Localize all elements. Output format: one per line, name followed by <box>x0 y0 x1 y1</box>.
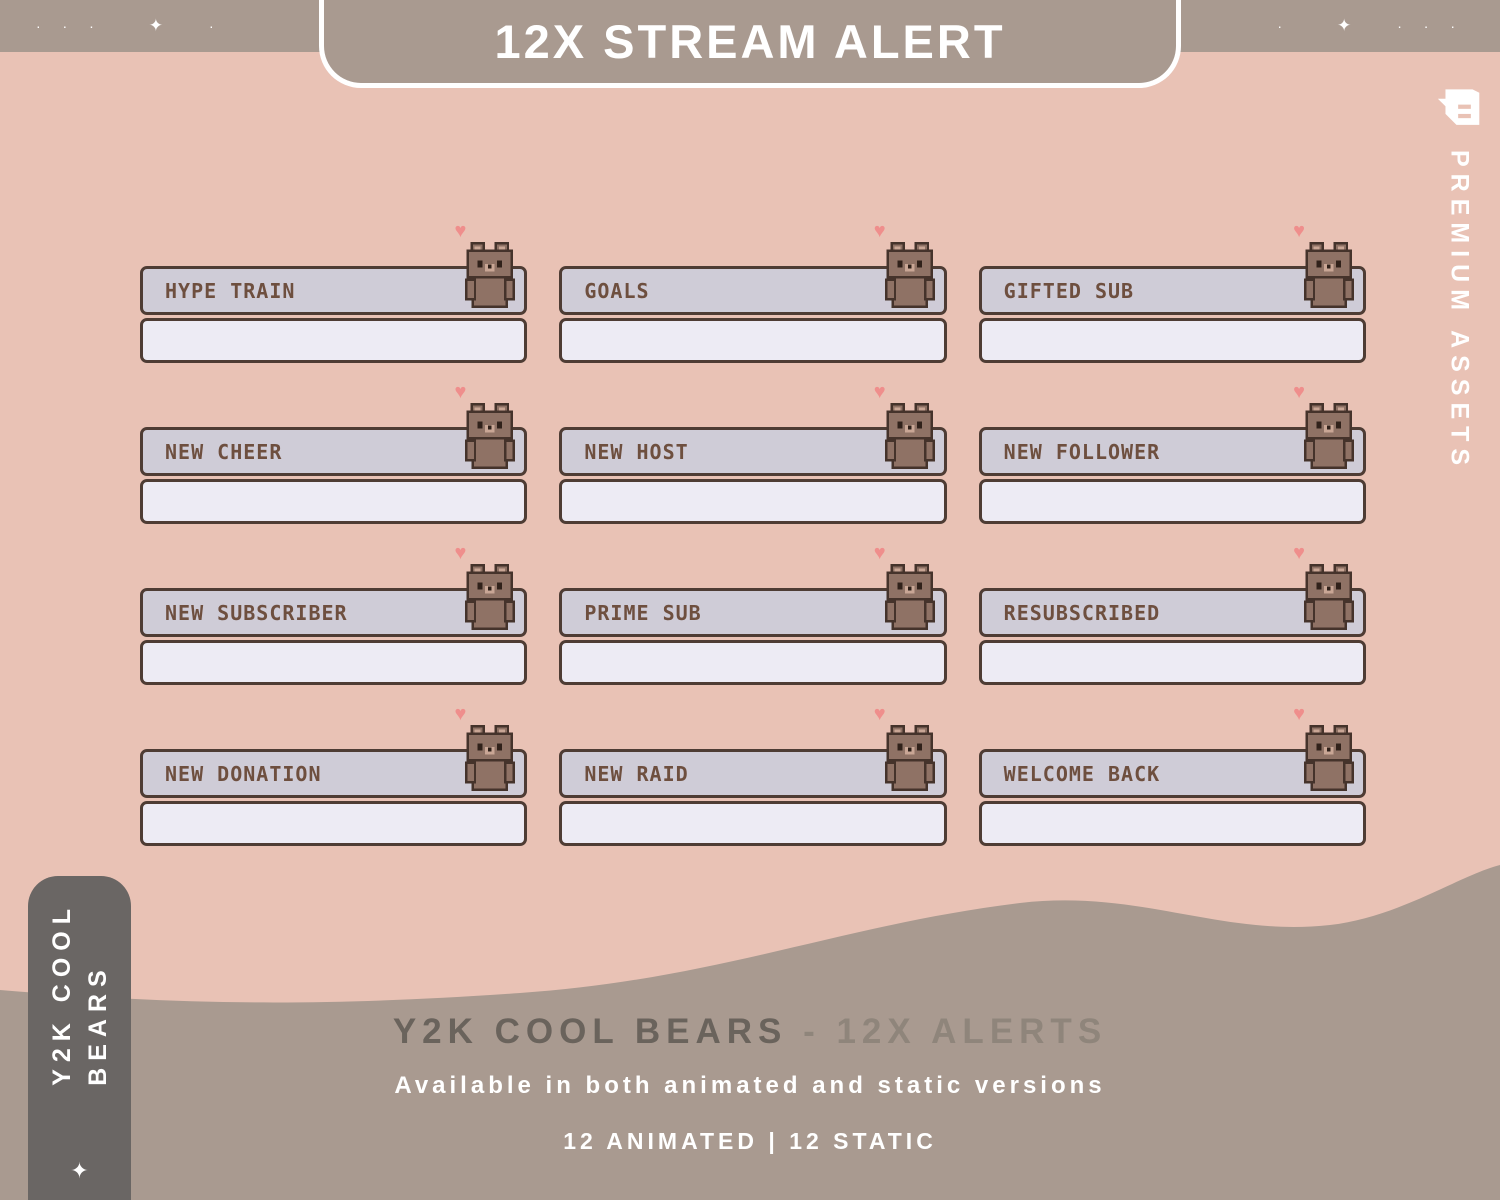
twitch-icon <box>1437 89 1480 125</box>
heart-icon: ♥ <box>1293 220 1305 242</box>
alert-message-box <box>978 801 1366 846</box>
bottom-wave-shape <box>0 865 1500 1200</box>
alert-label: NEW SUBSCRIBER <box>165 600 348 625</box>
alert-card-welcome-back: WELCOME BACK ♥ <box>978 704 1366 846</box>
alert-label: NEW DONATION <box>165 761 322 786</box>
alert-card-goals: GOALS ♥ <box>559 221 947 363</box>
sparkle-icon: ✦ <box>1336 16 1352 35</box>
alert-message-box <box>978 318 1366 363</box>
premium-assets-label: PREMIUM ASSETS <box>1445 150 1474 473</box>
dot-decor: · <box>1277 18 1291 34</box>
alert-title-bar: NEW DONATION ♥ <box>140 704 528 798</box>
alert-title-bar: PRIME SUB ♥ <box>559 543 947 637</box>
alert-title-bar: WELCOME BACK ♥ <box>978 704 1366 798</box>
alert-card-prime-sub: PRIME SUB ♥ <box>559 543 947 685</box>
heart-icon: ♥ <box>1293 703 1305 725</box>
alert-message-box <box>559 801 947 846</box>
bear-icon <box>1304 564 1355 630</box>
alert-title-bar: GIFTED SUB ♥ <box>978 221 1366 315</box>
alerts-grid: HYPE TRAIN ♥ GOALS ♥ <box>140 221 1366 846</box>
bear-icon <box>884 564 935 630</box>
alert-card-new-follower: NEW FOLLOWER ♥ <box>978 382 1366 524</box>
alert-card-hype-train: HYPE TRAIN ♥ <box>140 221 528 363</box>
heart-icon: ♥ <box>454 542 467 564</box>
heart-icon: ♥ <box>1293 542 1305 564</box>
bear-icon <box>465 403 516 469</box>
bear-icon <box>884 242 935 308</box>
alert-message-box <box>140 801 528 846</box>
alert-card-new-subscriber: NEW SUBSCRIBER ♥ <box>140 543 528 685</box>
alert-label: NEW RAID <box>584 761 689 786</box>
footer-title-bold: Y2K COOL BEARS <box>392 1012 788 1051</box>
heart-icon: ♥ <box>1293 381 1305 403</box>
bear-icon <box>465 725 516 791</box>
alert-message-box <box>140 479 528 524</box>
alert-title-bar: NEW SUBSCRIBER ♥ <box>140 543 528 637</box>
alert-title-bar: GOALS ♥ <box>559 221 947 315</box>
alert-title-bar: RESUBSCRIBED ♥ <box>978 543 1366 637</box>
title-banner: 12X STREAM ALERT <box>319 0 1181 88</box>
alert-message-box <box>559 479 947 524</box>
heart-icon: ♥ <box>873 220 886 242</box>
heart-icon: ♥ <box>873 542 886 564</box>
alert-title-bar: NEW FOLLOWER ♥ <box>978 382 1366 476</box>
alert-label: GOALS <box>584 278 650 303</box>
alert-message-box <box>559 318 947 363</box>
alert-label: NEW HOST <box>584 439 689 464</box>
footer-title: Y2K COOL BEARS - 12X ALERTS <box>0 1012 1500 1052</box>
alert-label: NEW CHEER <box>165 439 283 464</box>
dot-decor: · <box>209 18 223 34</box>
bear-icon <box>465 564 516 630</box>
bear-icon <box>884 403 935 469</box>
footer-title-light: - 12X ALERTS <box>803 1012 1108 1051</box>
bear-icon <box>1304 403 1355 469</box>
brand-side-tab-text: Y2K COOL BEARS <box>47 902 113 1086</box>
alert-label: PRIME SUB <box>584 600 702 625</box>
brand-line-1: Y2K COOL <box>47 902 76 1086</box>
bear-icon <box>465 242 516 308</box>
heart-icon: ♥ <box>873 381 886 403</box>
heart-icon: ♥ <box>873 703 886 725</box>
alert-label: WELCOME BACK <box>1003 761 1161 786</box>
alert-card-new-donation: NEW DONATION ♥ <box>140 704 528 846</box>
alert-title-bar: NEW RAID ♥ <box>559 704 947 798</box>
alert-title-bar: NEW HOST ♥ <box>559 382 947 476</box>
footer-counts: 12 ANIMATED | 12 STATIC <box>563 1128 937 1154</box>
heart-icon: ♥ <box>454 220 467 242</box>
alert-message-box <box>140 640 528 685</box>
bear-icon <box>884 725 935 791</box>
strip-decor-left: · · · ✦ · <box>36 16 223 36</box>
heart-icon: ♥ <box>454 703 467 725</box>
brand-line-2: BEARS <box>83 963 112 1086</box>
brand-side-tab: Y2K COOL BEARS ✦ <box>28 876 131 1200</box>
sparkle-icon: ✦ <box>148 16 164 35</box>
premium-assets-badge: PREMIUM ASSETS <box>1437 86 1480 473</box>
bear-icon <box>1304 725 1355 791</box>
footer-subtitle: Available in both animated and static ve… <box>394 1072 1106 1099</box>
bear-icon <box>1304 242 1355 308</box>
dots-decor: · · · <box>1397 18 1464 34</box>
alert-card-resubscribed: RESUBSCRIBED ♥ <box>978 543 1366 685</box>
page-title: 12X STREAM ALERT <box>494 15 1006 68</box>
alert-card-new-host: NEW HOST ♥ <box>559 382 947 524</box>
alert-title-bar: HYPE TRAIN ♥ <box>140 221 528 315</box>
alert-label: RESUBSCRIBED <box>1003 600 1161 625</box>
alert-message-box <box>978 479 1366 524</box>
alert-title-bar: NEW CHEER ♥ <box>140 382 528 476</box>
heart-icon: ♥ <box>454 381 467 403</box>
alert-label: HYPE TRAIN <box>165 278 296 303</box>
alert-card-gifted-sub: GIFTED SUB ♥ <box>978 221 1366 363</box>
alert-label: GIFTED SUB <box>1003 278 1135 303</box>
alert-message-box <box>559 640 947 685</box>
alert-card-new-cheer: NEW CHEER ♥ <box>140 382 528 524</box>
alert-card-new-raid: NEW RAID ♥ <box>559 704 947 846</box>
alert-label: NEW FOLLOWER <box>1003 439 1161 464</box>
footer: Y2K COOL BEARS - 12X ALERTS Available in… <box>0 1012 1500 1155</box>
alert-message-box <box>978 640 1366 685</box>
dots-decor: · · · <box>36 18 103 34</box>
alert-message-box <box>140 318 528 363</box>
strip-decor-right: · ✦ · · · <box>1277 16 1464 36</box>
sparkle-icon: ✦ <box>70 1158 89 1183</box>
